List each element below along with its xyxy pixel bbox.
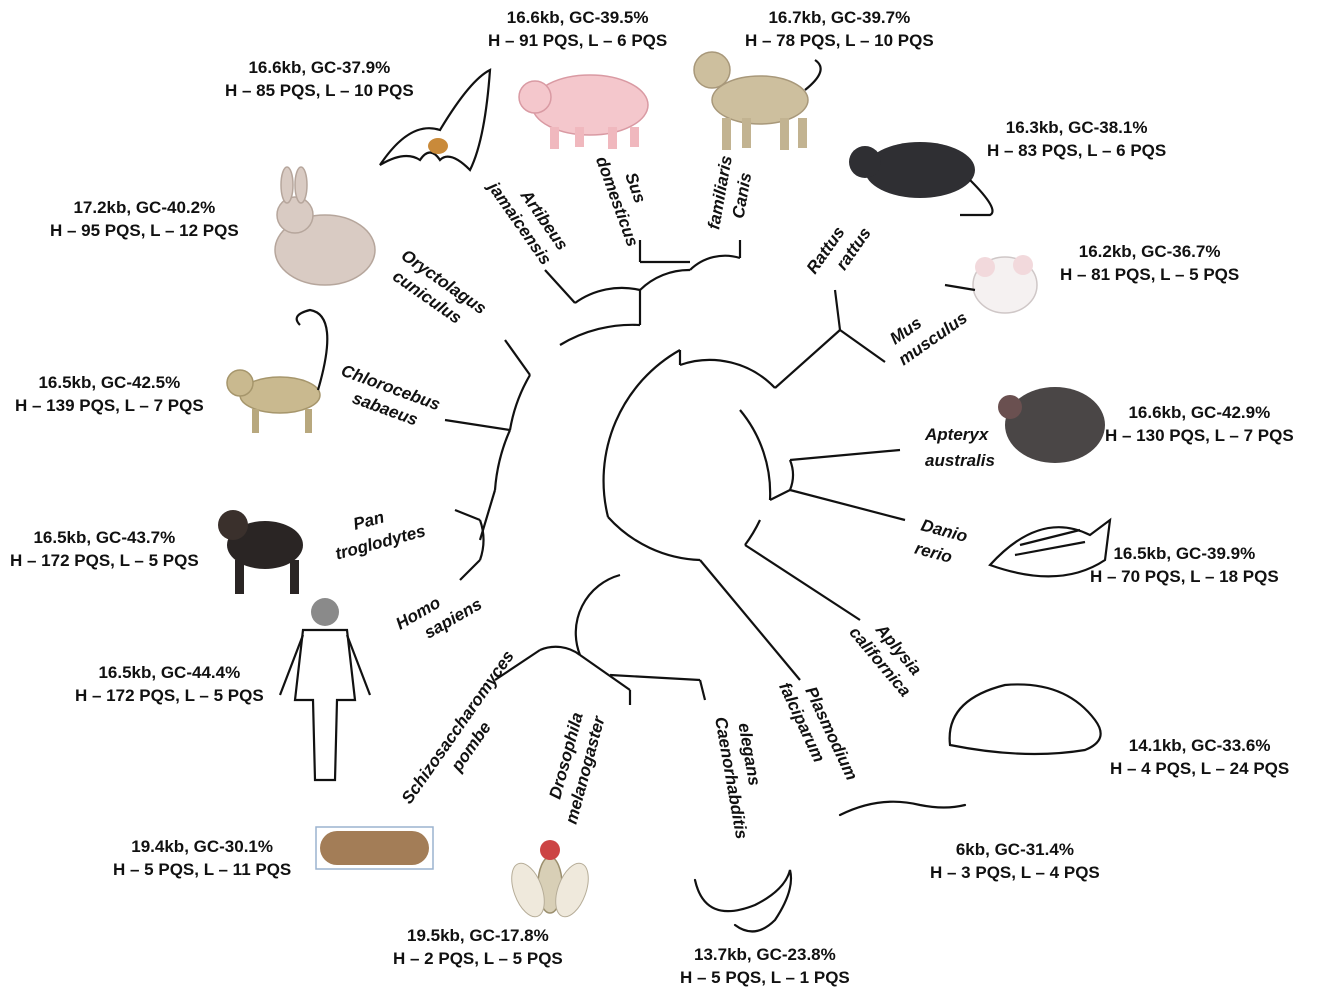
- branch-arc: [580, 655, 630, 690]
- species-label: Sus domesticus: [592, 146, 663, 249]
- tree-branches: [445, 240, 905, 705]
- stats-label-caenorhabditis: 13.7kb, GC-23.8% H – 5 PQS, L – 1 PQS: [680, 943, 850, 989]
- species-label: Homo sapiens: [393, 575, 486, 652]
- branch-arc: [770, 490, 790, 500]
- species-label: Drosophila melanogaster: [540, 706, 609, 826]
- species-label: Canis familiaris: [704, 154, 757, 235]
- stats-label-homo: 16.5kb, GC-44.4% H – 172 PQS, L – 5 PQS: [75, 661, 264, 707]
- species-labels: Artibeus jamaicensis Sus domesticus Cani…: [327, 146, 995, 845]
- stats-label-danio: 16.5kb, GC-39.9% H – 70 PQS, L – 18 PQS: [1090, 542, 1279, 588]
- branch-arc: [505, 340, 530, 375]
- branch-arc: [610, 675, 700, 680]
- stats-label-mus: 16.2kb, GC-36.7% H – 81 PQS, L – 5 PQS: [1060, 240, 1239, 286]
- kiwi-bird-icon: [998, 387, 1105, 463]
- mouse-icon: [945, 255, 1037, 313]
- chimpanzee-icon: [218, 510, 303, 594]
- branch-arc: [480, 490, 495, 540]
- species-label: Schizosaccharomyces pombe: [398, 643, 539, 820]
- branch-arc: [745, 545, 860, 620]
- branch-arc: [540, 647, 580, 655]
- branch-arc: [775, 330, 840, 388]
- branch-arc: [545, 270, 575, 303]
- branch-arc: [640, 270, 690, 290]
- rabbit-icon: [275, 167, 375, 285]
- pig-icon: [519, 75, 648, 149]
- branch-arc: [790, 460, 793, 490]
- branch-arc: [576, 575, 620, 655]
- branch-arc: [510, 375, 530, 430]
- branch-arc: [495, 430, 510, 490]
- parasite-icon: [840, 802, 965, 815]
- branch-arc: [604, 350, 680, 517]
- stats-label-rattus: 16.3kb, GC-38.1% H – 83 PQS, L – 6 PQS: [987, 116, 1166, 162]
- stats-label-pan: 16.5kb, GC-43.7% H – 172 PQS, L – 5 PQS: [10, 526, 199, 572]
- stats-label-sus: 16.6kb, GC-39.5% H – 91 PQS, L – 6 PQS: [488, 6, 667, 52]
- fruit-fly-icon: [505, 840, 594, 921]
- species-label: Pan troglodytes: [327, 498, 428, 563]
- branch-arc: [790, 450, 900, 460]
- species-label: Artibeus jamaicensis: [483, 164, 574, 270]
- stats-label-apteryx: 16.6kb, GC-42.9% H – 130 PQS, L – 7 PQS: [1105, 401, 1294, 447]
- human-icon: [280, 598, 370, 780]
- stats-label-canis: 16.7kb, GC-39.7% H – 78 PQS, L – 10 PQS: [745, 6, 934, 52]
- stats-label-plasmodium: 6kb, GC-31.4% H – 3 PQS, L – 4 PQS: [930, 838, 1100, 884]
- species-label: Oryctolagus cuniculus: [385, 246, 494, 339]
- species-label: Apteryx australis: [924, 425, 995, 470]
- branch-arc: [690, 256, 740, 270]
- branch-arc: [460, 560, 480, 580]
- stats-label-schizosaccharomyces: 19.4kb, GC-30.1% H – 5 PQS, L – 11 PQS: [113, 835, 291, 881]
- species-label: Danio rerio: [913, 516, 974, 571]
- branch-arc: [455, 510, 480, 520]
- species-label: Caenorhabditis elegans: [711, 712, 774, 846]
- rat-icon: [849, 142, 993, 215]
- monkey-icon: [227, 310, 327, 433]
- branch-arc: [700, 680, 705, 700]
- dog-icon: [694, 52, 821, 150]
- branch-arc: [790, 490, 905, 520]
- species-label: Chlorocebus sabaeus: [331, 361, 447, 437]
- yeast-cell-icon: [316, 827, 433, 869]
- species-label: Aplysia californica: [845, 609, 931, 701]
- branch-arc: [680, 360, 775, 388]
- branch-arc: [700, 560, 800, 680]
- nematode-icon: [695, 870, 791, 931]
- branch-arc: [835, 290, 840, 330]
- branch-arc: [745, 520, 760, 545]
- branch-arc: [560, 325, 640, 345]
- species-label: Plasmodium falciparum: [775, 670, 863, 797]
- stats-label-oryctolagus: 17.2kb, GC-40.2% H – 95 PQS, L – 12 PQS: [50, 196, 239, 242]
- sea-hare-icon: [950, 684, 1101, 754]
- branch-arc: [740, 410, 770, 500]
- species-label: Mus musculus: [882, 290, 971, 369]
- stats-label-aplysia: 14.1kb, GC-33.6% H – 4 PQS, L – 24 PQS: [1110, 734, 1289, 780]
- species-label: Rattus rattus: [803, 211, 875, 290]
- stats-label-chlorocebus: 16.5kb, GC-42.5% H – 139 PQS, L – 7 PQS: [15, 371, 204, 417]
- stats-label-drosophila: 19.5kb, GC-17.8% H – 2 PQS, L – 5 PQS: [393, 924, 563, 970]
- branch-arc: [608, 517, 700, 560]
- branch-arc: [445, 420, 510, 430]
- stats-label-artibeus: 16.6kb, GC-37.9% H – 85 PQS, L – 10 PQS: [225, 56, 414, 102]
- branch-arc: [575, 288, 640, 303]
- branch-arc: [840, 330, 885, 362]
